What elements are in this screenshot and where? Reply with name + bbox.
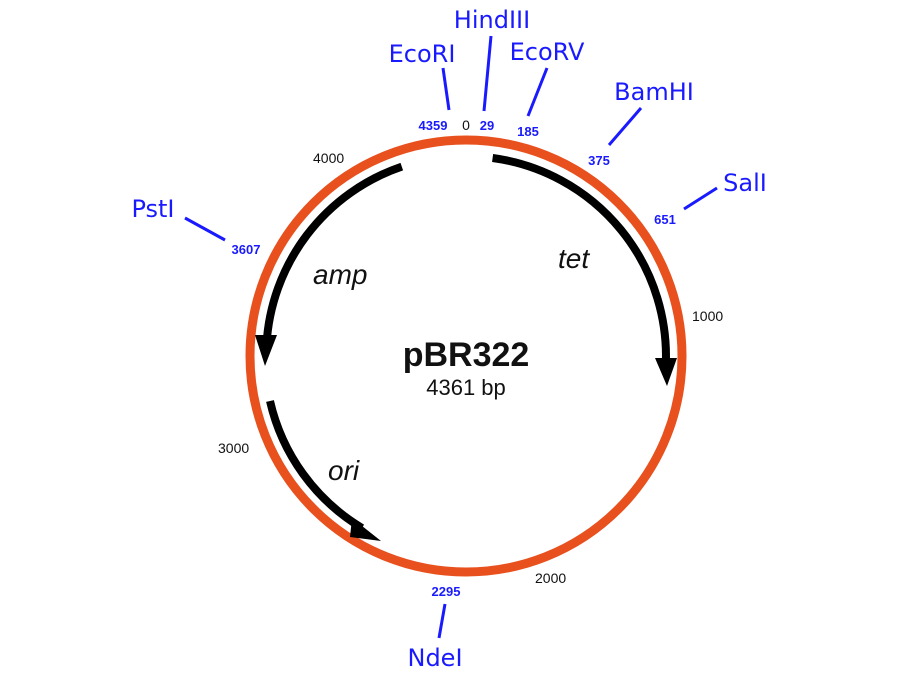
tick-1000: 1000: [692, 308, 723, 324]
site-ecorv-position: 185: [517, 124, 539, 139]
plasmid-name: pBR322: [403, 336, 530, 374]
site-bamhi-position: 375: [588, 153, 610, 168]
ori-label: ori: [328, 455, 360, 486]
tet-gene-arrow: [492, 154, 677, 386]
site-hindiii: HindIII 29: [454, 6, 530, 133]
site-sali-position: 651: [654, 212, 676, 227]
site-sali: SalI 651: [654, 169, 767, 227]
amp-gene-arrow: [255, 162, 404, 366]
ori-arrow: [266, 400, 381, 541]
tick-4000: 4000: [313, 150, 344, 166]
tick-2000: 2000: [535, 570, 566, 586]
site-ndei: NdeI 2295: [407, 584, 462, 672]
site-ndei-position: 2295: [432, 584, 461, 599]
site-ecori-name: EcoRI: [389, 40, 456, 68]
tick-3000: 3000: [218, 440, 249, 456]
plasmid-backbone-ring: [245, 135, 687, 577]
tet-label: tet: [558, 243, 590, 274]
site-ecorv-name: EcoRV: [510, 38, 585, 66]
site-hindiii-name: HindIII: [454, 6, 530, 34]
amp-label: amp: [313, 259, 367, 290]
site-psti: PstI 3607: [131, 195, 260, 257]
site-psti-position: 3607: [232, 242, 261, 257]
site-ecorv: EcoRV 185: [510, 38, 585, 139]
site-bamhi: BamHI 375: [588, 78, 694, 168]
site-ndei-name: NdeI: [407, 644, 462, 672]
site-ecori: EcoRI 4359: [389, 40, 456, 133]
site-hindiii-position: 29: [480, 118, 494, 133]
site-ecori-position: 4359: [419, 118, 448, 133]
plasmid-size: 4361 bp: [426, 375, 506, 400]
tick-0: 0: [462, 117, 470, 133]
site-bamhi-name: BamHI: [614, 78, 694, 106]
site-psti-name: PstI: [131, 195, 174, 223]
site-sali-name: SalI: [723, 169, 767, 197]
